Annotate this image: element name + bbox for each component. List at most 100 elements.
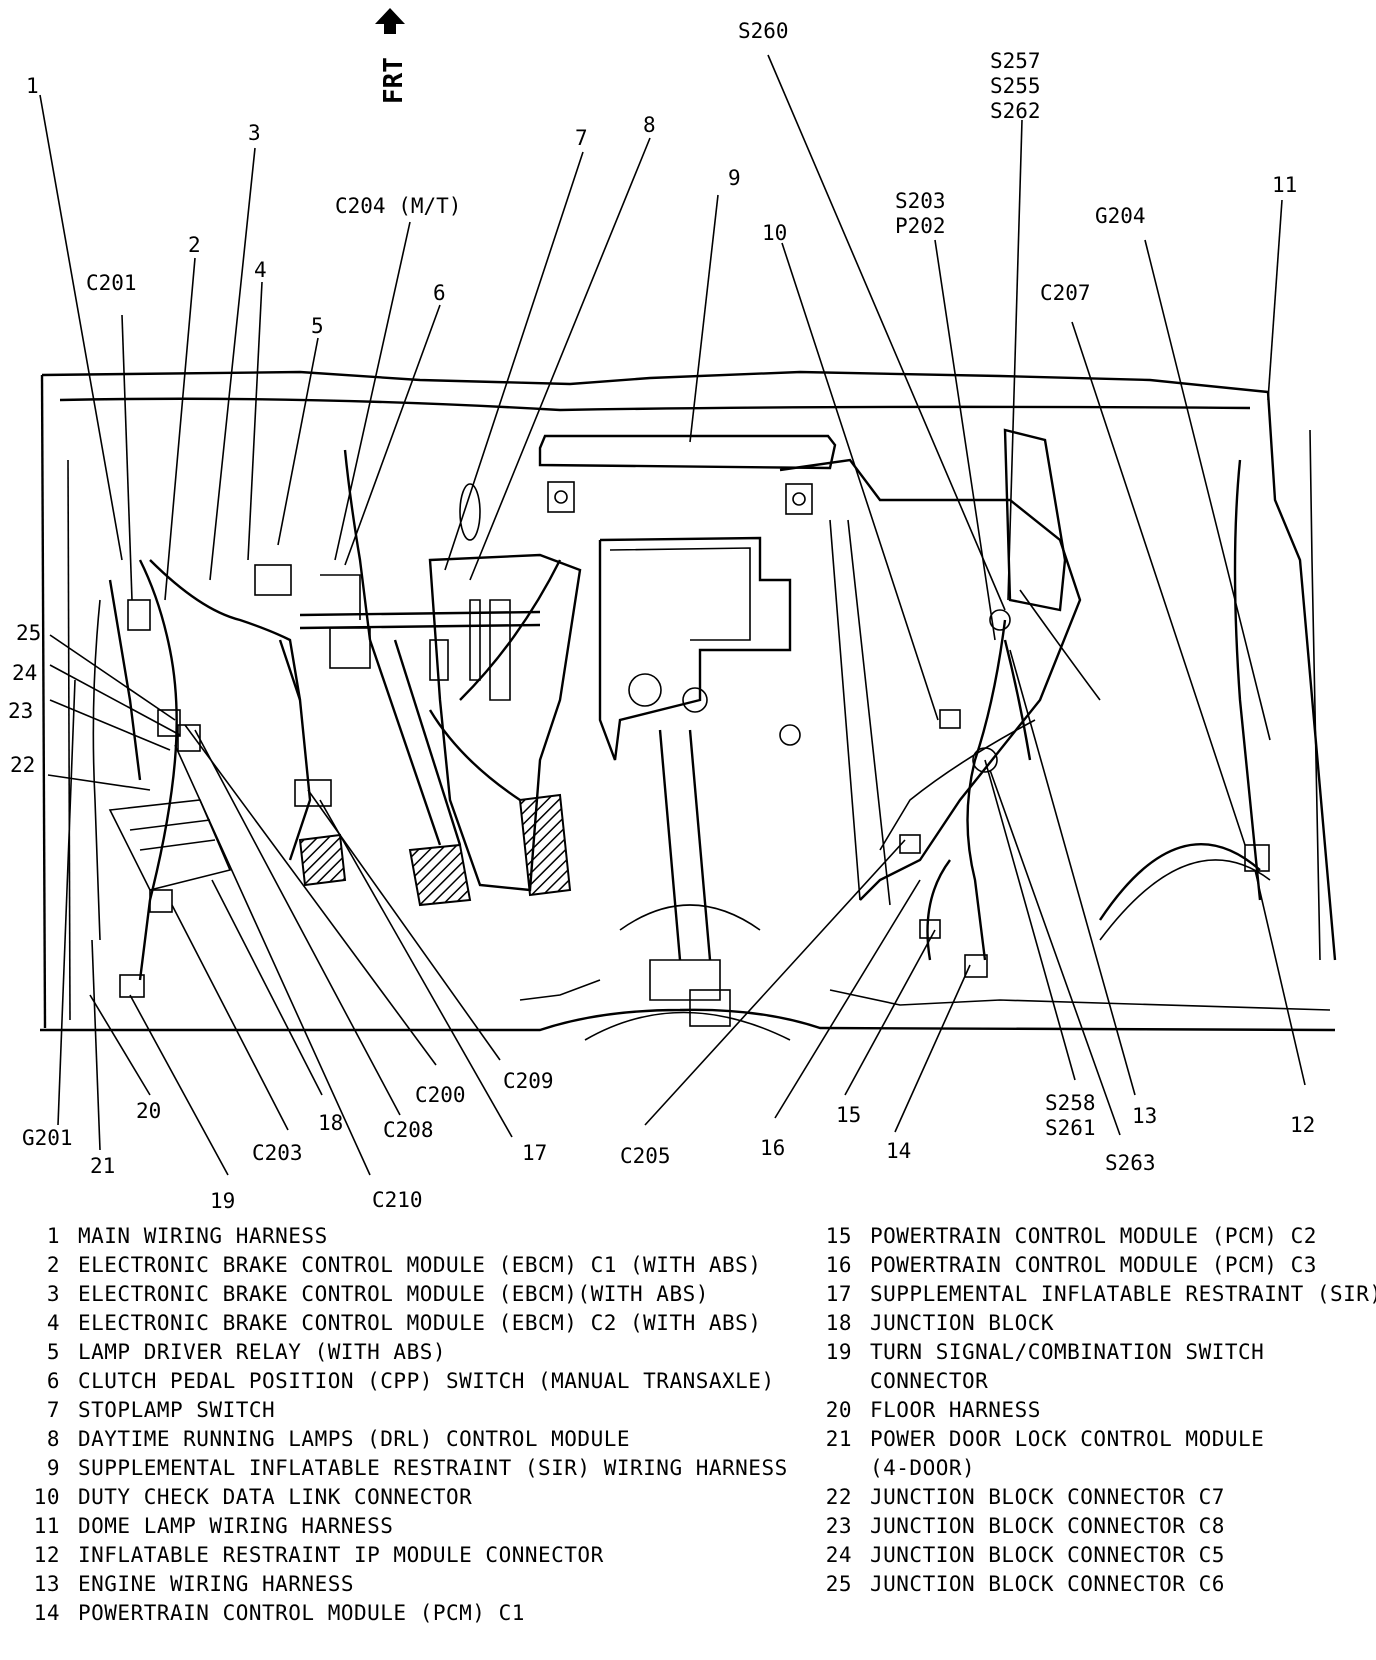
label-s262: S262	[990, 99, 1041, 123]
label-s260: S260	[738, 19, 789, 43]
callout-4: 4	[254, 258, 267, 282]
legend-item: 5 LAMP DRIVER RELAY (WITH ABS)	[18, 1338, 778, 1367]
label-c201: C201	[86, 271, 137, 295]
legend-item: 24 JUNCTION BLOCK CONNECTOR C5	[810, 1541, 1370, 1570]
legend-item-number: 1	[46, 1224, 60, 1248]
callout-8: 8	[643, 113, 656, 137]
legend-item-description: ELECTRONIC BRAKE CONTROL MODULE (EBCM) C…	[78, 1253, 762, 1277]
legend-item-number: 24	[825, 1543, 852, 1567]
legend-item-description: JUNCTION BLOCK CONNECTOR C8	[870, 1514, 1225, 1538]
legend-item-description: FLOOR HARNESS	[870, 1398, 1041, 1422]
legend-item-description: DOME LAMP WIRING HARNESS	[78, 1514, 394, 1538]
legend-item-description: POWER DOOR LOCK CONTROL MODULE (4-DOOR)	[870, 1427, 1265, 1480]
label-s261: S261	[1045, 1116, 1096, 1140]
legend-item-number: 20	[825, 1398, 852, 1422]
legend-item-number: 23	[825, 1514, 852, 1538]
label-c205: C205	[620, 1144, 671, 1168]
callout-5: 5	[311, 314, 324, 338]
callout-18: 18	[318, 1111, 343, 1135]
callout-2: 2	[188, 233, 201, 257]
callout-12: 12	[1290, 1113, 1315, 1137]
legend-item-number: 13	[33, 1572, 60, 1596]
legend-item-number: 10	[33, 1485, 60, 1509]
front-label: FRT	[379, 57, 409, 104]
legend-item-description: POWERTRAIN CONTROL MODULE (PCM) C2	[870, 1224, 1317, 1248]
legend-item-description: LAMP DRIVER RELAY (WITH ABS)	[78, 1340, 447, 1364]
legend-item: 23 JUNCTION BLOCK CONNECTOR C8	[810, 1512, 1370, 1541]
label-s257: S257	[990, 49, 1041, 73]
callout-13: 13	[1132, 1104, 1157, 1128]
label-c207: C207	[1040, 281, 1091, 305]
dash-structure	[40, 370, 1337, 1041]
legend-item-description: TURN SIGNAL/COMBINATION SWITCH CONNECTOR	[870, 1340, 1265, 1393]
legend-item: 4 ELECTRONIC BRAKE CONTROL MODULE (EBCM) …	[18, 1309, 778, 1338]
legend-item-number: 5	[46, 1340, 60, 1364]
legend-item-description: SUPPLEMENTAL INFLATABLE RESTRAINT (SIR)	[870, 1282, 1376, 1306]
callout-21: 21	[90, 1154, 115, 1178]
legend-item-number: 12	[33, 1543, 60, 1567]
connector-shapes	[119, 483, 1270, 1027]
front-arrow-icon	[375, 8, 405, 34]
legend-item-description: JUNCTION BLOCK CONNECTOR C5	[870, 1543, 1225, 1567]
legend-item-description: STOPLAMP SWITCH	[78, 1398, 276, 1422]
legend-item: 20 FLOOR HARNESS	[810, 1396, 1370, 1425]
legend-item: 22 JUNCTION BLOCK CONNECTOR C7	[810, 1483, 1370, 1512]
callout-23: 23	[8, 699, 33, 723]
callout-14: 14	[886, 1139, 911, 1163]
callout-20: 20	[136, 1099, 161, 1123]
legend-item-description: MAIN WIRING HARNESS	[78, 1224, 328, 1248]
label-c210: C210	[372, 1188, 423, 1212]
callout-19: 19	[210, 1189, 235, 1213]
legend-item-description: INFLATABLE RESTRAINT IP MODULE CONNECTOR	[78, 1543, 604, 1567]
legend-item-description: ELECTRONIC BRAKE CONTROL MODULE (EBCM) C…	[78, 1311, 762, 1335]
callout-3: 3	[248, 121, 261, 145]
callout-24: 24	[12, 661, 37, 685]
legend-item-description: CLUTCH PEDAL POSITION (CPP) SWITCH (MANU…	[78, 1369, 775, 1393]
label-c204: C204 (M/T)	[335, 194, 461, 218]
legend-item: 15 POWERTRAIN CONTROL MODULE (PCM) C2	[810, 1222, 1370, 1251]
legend-item-description: JUNCTION BLOCK	[870, 1311, 1055, 1335]
callout-1: 1	[26, 74, 39, 98]
callout-15: 15	[836, 1103, 861, 1127]
legend-item-description: JUNCTION BLOCK CONNECTOR C6	[870, 1572, 1225, 1596]
legend-item-number: 18	[825, 1311, 852, 1335]
legend-item-description: POWERTRAIN CONTROL MODULE (PCM) C3	[870, 1253, 1317, 1277]
legend-item-number: 15	[825, 1224, 852, 1248]
label-s263: S263	[1105, 1151, 1156, 1175]
label-c209: C209	[503, 1069, 554, 1093]
legend-item-number: 4	[46, 1311, 60, 1335]
callout-22: 22	[10, 753, 35, 777]
callout-11: 11	[1272, 173, 1297, 197]
legend-item-description: ELECTRONIC BRAKE CONTROL MODULE (EBCM)(W…	[78, 1282, 709, 1306]
label-s255: S255	[990, 74, 1041, 98]
legend-item-number: 22	[825, 1485, 852, 1509]
label-s203: S203	[895, 189, 946, 213]
legend-item: 12 INFLATABLE RESTRAINT IP MODULE CONNECT…	[18, 1541, 778, 1570]
legend-item-description: DAYTIME RUNNING LAMPS (DRL) CONTROL MODU…	[78, 1427, 631, 1451]
label-c203: C203	[252, 1141, 303, 1165]
leader-lines	[39, 54, 1306, 1176]
callout-16: 16	[760, 1136, 785, 1160]
label-c208: C208	[383, 1118, 434, 1142]
callout-10: 10	[762, 221, 787, 245]
label-g201: G201	[22, 1126, 73, 1150]
callout-25: 25	[16, 621, 41, 645]
legend-item-number: 14	[33, 1601, 60, 1625]
legend-item-number: 7	[46, 1398, 60, 1422]
wiring-harness-lines	[92, 449, 1271, 981]
legend-item-description: POWERTRAIN CONTROL MODULE (PCM) C1	[78, 1601, 525, 1625]
legend-item-description: JUNCTION BLOCK CONNECTOR C7	[870, 1485, 1225, 1509]
